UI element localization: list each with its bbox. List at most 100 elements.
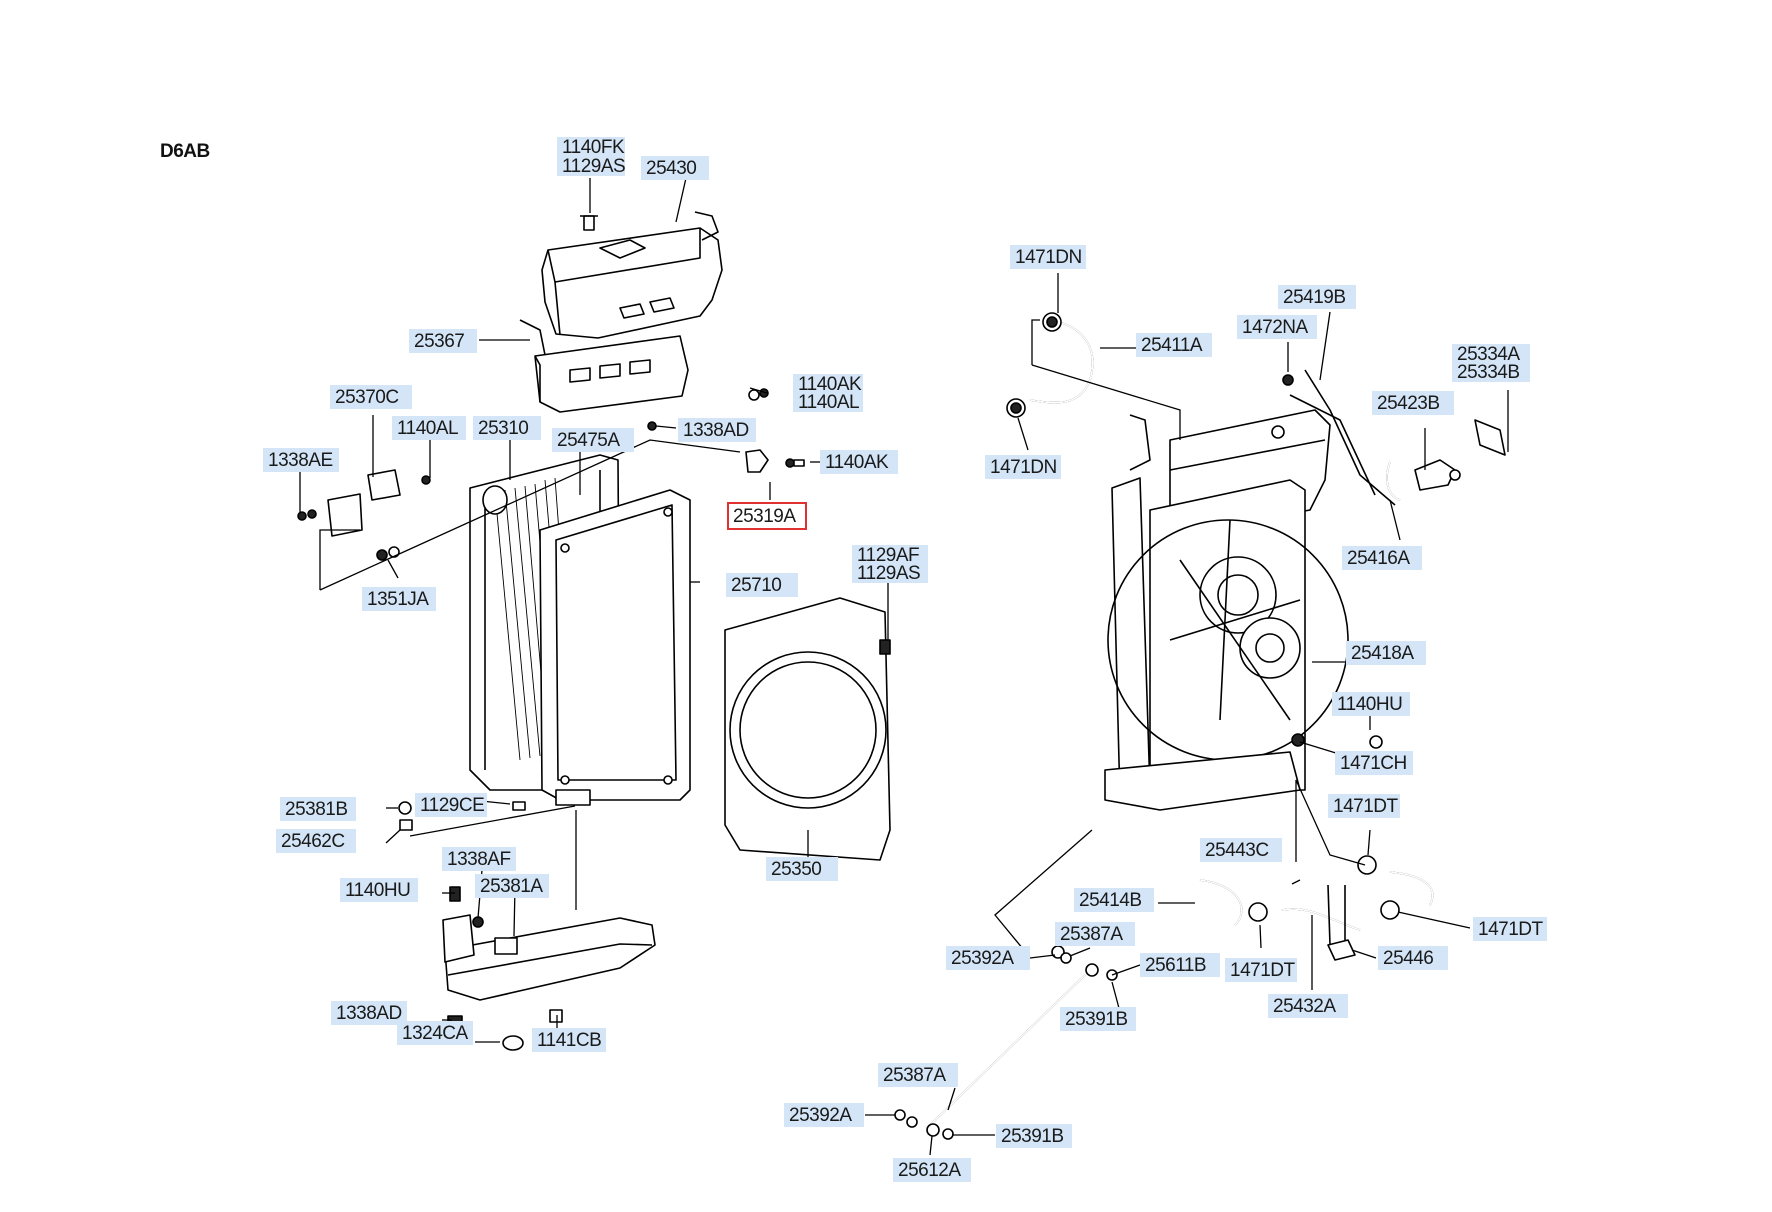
part-label[interactable]: 25414B [1074, 888, 1154, 912]
part-label[interactable]: 1324CA [397, 1021, 473, 1045]
part-label[interactable]: 1471DT [1473, 917, 1547, 941]
part-label[interactable]: 25432A [1268, 994, 1348, 1018]
svg-text:1471DT: 1471DT [1478, 919, 1543, 940]
part-label-highlighted[interactable]: 25319A [727, 502, 807, 530]
part-label[interactable]: 25387A [1055, 922, 1135, 946]
svg-text:25612A: 25612A [898, 1160, 961, 1181]
svg-text:25392A: 25392A [951, 948, 1014, 969]
svg-text:1338AD: 1338AD [683, 420, 749, 441]
part-label[interactable]: 1129CE [415, 793, 487, 817]
part-label[interactable]: 1129AF [852, 545, 928, 566]
part-label[interactable]: 1140AK [820, 450, 898, 474]
svg-text:25381B: 25381B [285, 799, 348, 820]
svg-text:25391B: 25391B [1065, 1009, 1128, 1030]
svg-text:25387A: 25387A [883, 1065, 946, 1086]
part-label[interactable]: 25462C [276, 829, 356, 853]
fan-assembly-drawing [894, 312, 1506, 1140]
svg-text:1140AK: 1140AK [825, 452, 889, 473]
svg-text:25350: 25350 [771, 859, 821, 880]
svg-text:25367: 25367 [414, 331, 464, 352]
part-label[interactable]: 1338AF [442, 847, 516, 871]
part-label[interactable]: 1472NA [1237, 315, 1317, 339]
part-label[interactable]: 1351JA [362, 587, 436, 611]
part-label[interactable]: 25391B [996, 1124, 1072, 1148]
part-label[interactable]: 25419B [1278, 285, 1356, 309]
part-label[interactable]: 1338AE [263, 448, 339, 472]
svg-text:1129AS: 1129AS [857, 563, 920, 584]
part-label[interactable]: 1471DN [985, 455, 1061, 479]
part-label[interactable]: 25611B [1140, 953, 1220, 977]
svg-text:25387A: 25387A [1060, 924, 1123, 945]
part-label[interactable]: 1140HU [340, 878, 418, 902]
svg-text:1471DN: 1471DN [990, 457, 1057, 478]
svg-text:1338AE: 1338AE [268, 450, 333, 471]
part-label[interactable]: 25381A [475, 874, 549, 898]
svg-text:25391B: 25391B [1001, 1126, 1064, 1147]
svg-text:25446: 25446 [1383, 948, 1433, 969]
svg-text:1140AL: 1140AL [798, 392, 859, 413]
svg-text:25710: 25710 [731, 575, 781, 596]
part-label[interactable]: 1141CB [532, 1028, 606, 1052]
part-label[interactable]: 25446 [1378, 946, 1448, 970]
svg-text:1338AD: 1338AD [336, 1003, 402, 1024]
part-label[interactable]: 25475A [552, 428, 634, 452]
part-label[interactable]: 25710 [726, 573, 798, 597]
svg-text:1471DT: 1471DT [1230, 960, 1295, 981]
part-label[interactable]: 1471CH [1335, 751, 1413, 775]
part-label[interactable]: 1140HU [1332, 692, 1410, 716]
part-label[interactable]: 1129AS [557, 156, 626, 177]
part-label[interactable]: 1338AD [678, 418, 756, 442]
svg-text:1140AK: 1140AK [798, 374, 862, 395]
svg-text:25423B: 25423B [1377, 393, 1440, 414]
part-label[interactable]: 25423B [1372, 391, 1454, 415]
part-label[interactable]: 25381B [280, 797, 356, 821]
svg-text:1351JA: 1351JA [367, 589, 429, 610]
svg-text:25443C: 25443C [1205, 840, 1269, 861]
svg-text:25414B: 25414B [1079, 890, 1142, 911]
part-label[interactable]: 1140AL [793, 392, 863, 413]
part-label[interactable]: 25416A [1342, 546, 1422, 570]
svg-text:1140HU: 1140HU [345, 880, 410, 901]
part-label[interactable]: 25411A [1136, 333, 1212, 357]
svg-text:25310: 25310 [478, 418, 528, 439]
svg-text:1129CE: 1129CE [420, 795, 484, 816]
part-label[interactable]: 25612A [893, 1158, 971, 1182]
part-label[interactable]: 25387A [878, 1063, 958, 1087]
svg-text:1140FK: 1140FK [562, 137, 625, 158]
leader-lines [299, 177, 1509, 1156]
svg-text:25418A: 25418A [1351, 643, 1414, 664]
svg-text:25381A: 25381A [480, 876, 543, 897]
svg-text:25411A: 25411A [1141, 335, 1203, 356]
part-label[interactable]: 1471DN [1010, 245, 1086, 269]
part-label[interactable]: 1129AS [852, 563, 928, 584]
svg-text:1324CA: 1324CA [402, 1023, 468, 1044]
part-label[interactable]: 25430 [641, 156, 709, 180]
svg-text:1141CB: 1141CB [537, 1030, 601, 1051]
svg-text:1471DT: 1471DT [1333, 796, 1398, 817]
part-label[interactable]: 25334A [1452, 344, 1530, 365]
part-label[interactable]: 25392A [946, 946, 1030, 970]
part-label[interactable]: 25334B [1452, 362, 1530, 383]
svg-text:1140AL: 1140AL [397, 418, 458, 439]
part-label[interactable]: 1140FK [557, 137, 625, 158]
part-label[interactable]: 25370C [330, 385, 412, 409]
part-label[interactable]: 1140AL [392, 416, 466, 440]
svg-text:1471DN: 1471DN [1015, 247, 1082, 268]
svg-text:1471CH: 1471CH [1340, 753, 1407, 774]
part-label[interactable]: 25310 [473, 416, 541, 440]
part-label[interactable]: 25367 [409, 329, 477, 353]
svg-text:25462C: 25462C [281, 831, 345, 852]
part-label[interactable]: 25418A [1346, 641, 1426, 665]
part-label[interactable]: 1471DT [1225, 958, 1297, 982]
part-label[interactable]: 25443C [1200, 838, 1282, 862]
part-label[interactable]: 1140AK [793, 374, 863, 395]
part-label[interactable]: 1471DT [1328, 794, 1400, 818]
part-label[interactable]: 1338AD [331, 1001, 407, 1025]
part-label[interactable]: 25391B [1060, 1007, 1136, 1031]
part-label[interactable]: 25392A [784, 1103, 864, 1127]
part-labels: 1140FK 1129AS 25430 25367 25370C 1140AL … [263, 137, 1547, 1182]
svg-text:25334A: 25334A [1457, 344, 1520, 365]
part-label[interactable]: 25350 [766, 857, 838, 881]
svg-text:25419B: 25419B [1283, 287, 1346, 308]
